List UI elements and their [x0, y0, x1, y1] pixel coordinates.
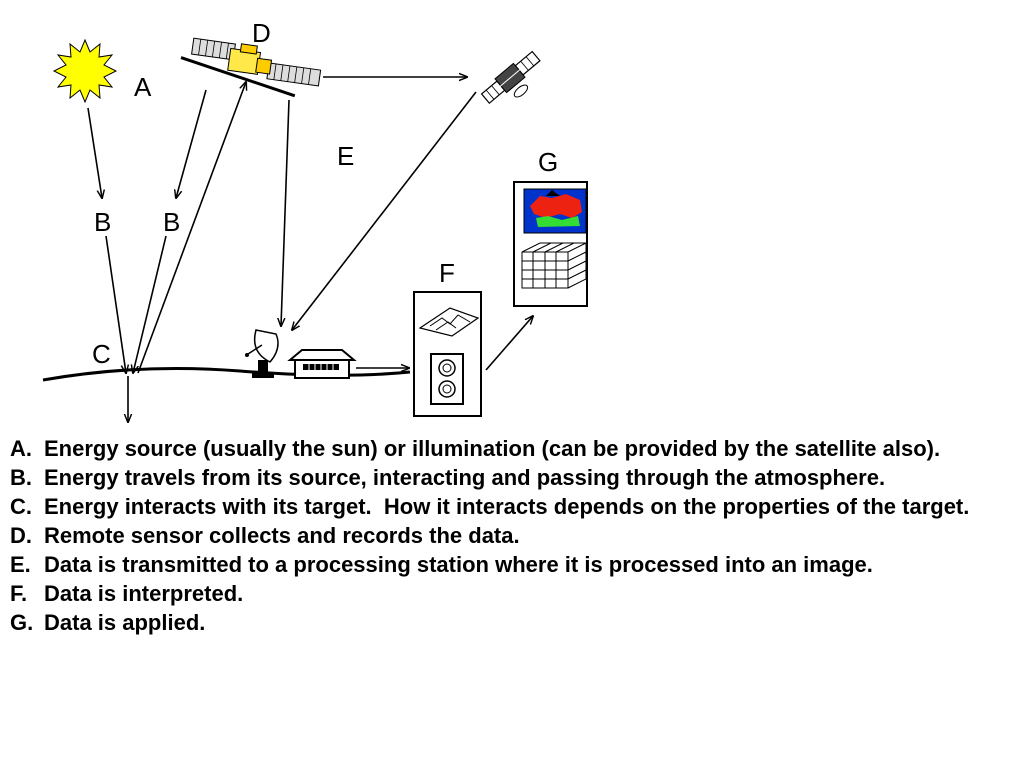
legend-key: B.: [10, 465, 32, 490]
arrow-sun-to-atmosphere: [87, 107, 102, 198]
arrow-processing-to-application: [485, 316, 533, 371]
legend-key: D.: [10, 523, 32, 548]
label-f: F: [439, 258, 455, 288]
legend-text: Energy interacts with its target. How it…: [44, 494, 970, 519]
label-b-right: B: [163, 207, 180, 237]
legend-item-b: B. Energy travels from its source, intera…: [10, 463, 1010, 492]
arrow-satellite-to-atmosphere: [176, 89, 207, 198]
legend-item-e: E. Data is transmitted to a processing st…: [10, 550, 1010, 579]
label-e: E: [337, 141, 354, 171]
legend-text: Data is applied.: [44, 610, 206, 635]
legend-item-g: G. Data is applied.: [10, 608, 1010, 637]
satellite-icon: [180, 37, 322, 98]
legend-item-d: D. Remote sensor collects and records the…: [10, 521, 1010, 550]
legend-text: Remote sensor collects and records the d…: [44, 523, 520, 548]
legend-text: Energy source (usually the sun) or illum…: [44, 436, 941, 461]
legend-text: Data is transmitted to a processing stat…: [44, 552, 873, 577]
arrow-relay-to-ground: [292, 91, 477, 330]
arrow-satellite-to-ground: [281, 99, 290, 326]
legend-key: C.: [10, 494, 32, 519]
ground-station-icon: [287, 349, 357, 379]
label-g: G: [538, 147, 558, 177]
image-panel-icon: [513, 181, 588, 307]
legend-list: A. Energy source (usually the sun) or ill…: [10, 434, 1010, 637]
legend-key: A.: [10, 436, 32, 461]
label-c: C: [92, 339, 111, 369]
arrow-atmosphere-to-target-right: [133, 235, 167, 373]
legend-item-c: C. Energy interacts with its target. How …: [10, 492, 1010, 521]
legend-key: E.: [10, 552, 31, 577]
label-d: D: [252, 18, 271, 48]
legend-item-f: F. Data is interpreted.: [10, 579, 1010, 608]
arrow-target-to-satellite: [137, 82, 246, 374]
legend-item-a: A. Energy source (usually the sun) or ill…: [10, 434, 1010, 463]
legend-key: F.: [10, 581, 28, 606]
label-a: A: [134, 72, 152, 102]
label-b-left: B: [94, 207, 111, 237]
legend-key: G.: [10, 610, 34, 635]
arrows: [87, 77, 533, 422]
legend-text: Data is interpreted.: [44, 581, 244, 606]
ground-line: [42, 366, 411, 382]
processing-unit-icon: [413, 291, 482, 417]
arrow-atmosphere-to-target: [105, 235, 126, 373]
ground-antenna-icon: [245, 329, 279, 378]
relay-satellite-icon: [480, 50, 541, 105]
legend-text: Energy travels from its source, interact…: [44, 465, 886, 490]
remote-sensing-diagram: A B B C D E F G: [42, 18, 588, 430]
sun-icon: [52, 38, 118, 104]
